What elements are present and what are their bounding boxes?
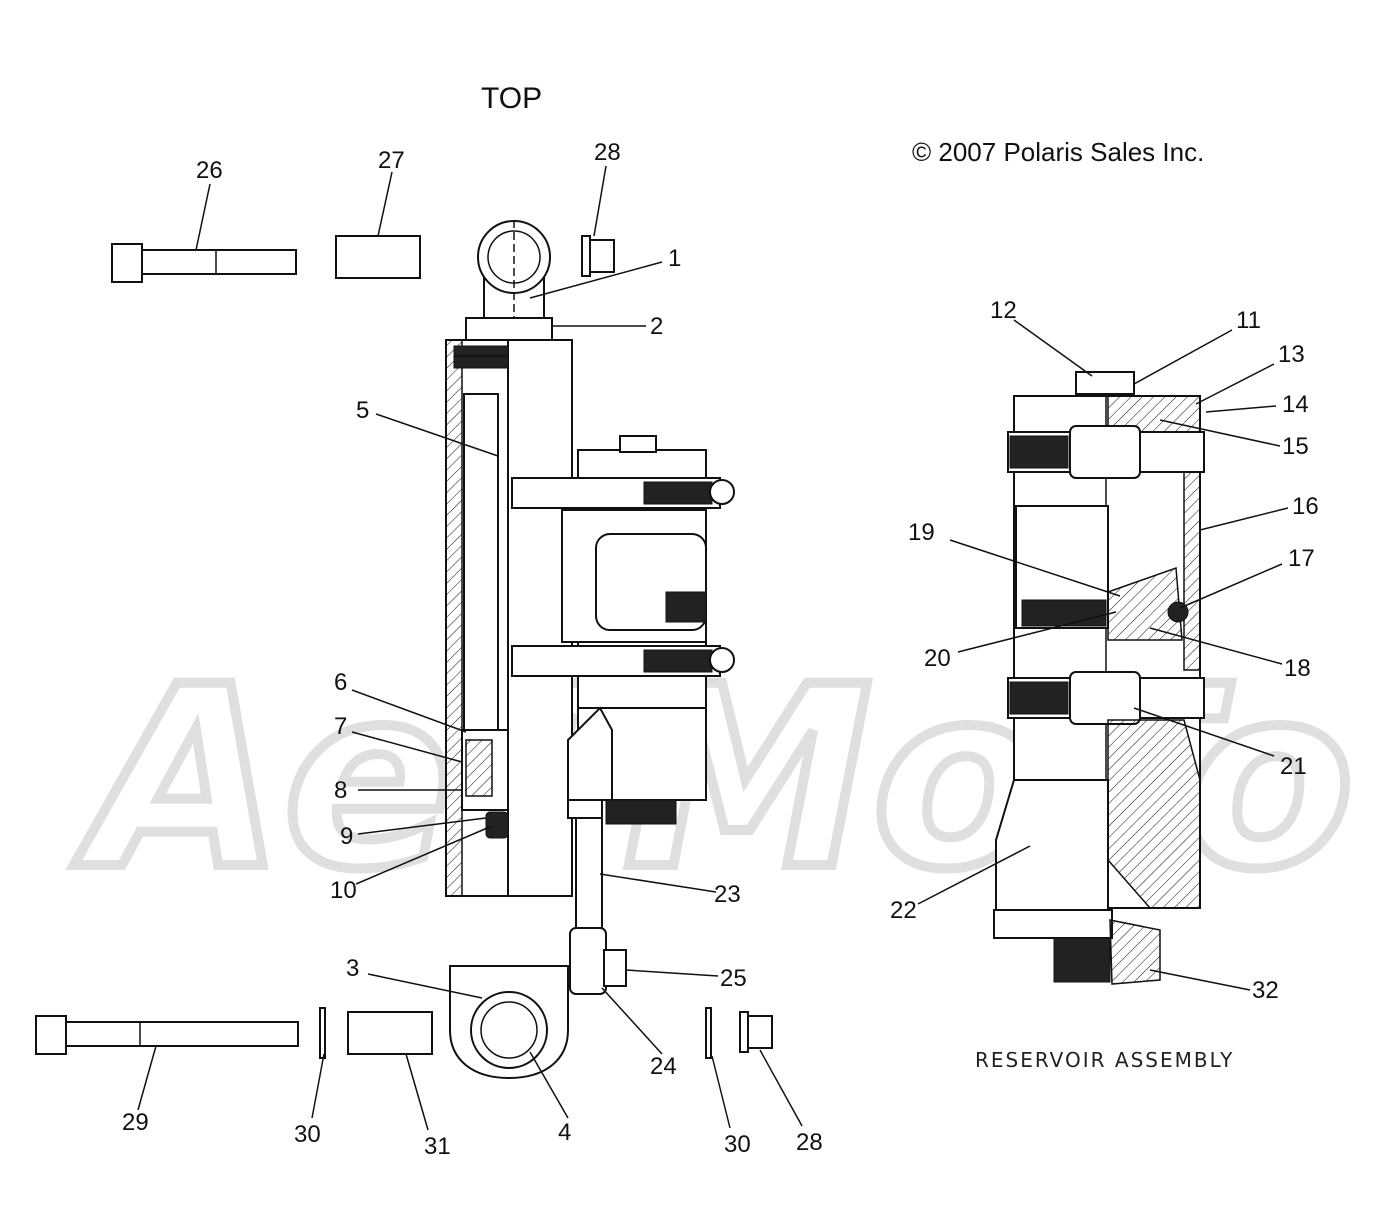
callout-18: 18 (1284, 655, 1311, 682)
callout-1: 1 (668, 245, 681, 272)
reservoir-top-nut (619, 435, 657, 453)
adjuster-fitting (567, 799, 603, 819)
adjuster-knob (605, 799, 677, 825)
callout-32: 32 (1252, 977, 1279, 1004)
page-title: TOP (481, 82, 542, 115)
callout-29: 29 (122, 1109, 149, 1136)
part-28-washer-bottom (739, 1011, 749, 1053)
callout-16: 16 (1292, 493, 1319, 520)
callout-10: 10 (330, 877, 357, 904)
callout-labels: 26 27 28 1 2 5 6 7 8 9 10 23 25 24 3 4 2… (122, 139, 1319, 1160)
part-32-adjuster-knob (1053, 937, 1111, 983)
lower-clamp-band (643, 649, 713, 673)
part-18-floating-piston (1107, 566, 1183, 641)
part-8-piston (465, 739, 493, 797)
part-22-lower-body (995, 779, 1109, 913)
callout-30-right: 30 (724, 1131, 751, 1158)
upper-clamp-band (643, 481, 713, 505)
part-28-nut-bottom (747, 1015, 773, 1049)
part-5-shaft (463, 393, 499, 731)
part-31-spacer (347, 1011, 433, 1055)
callout-14: 14 (1282, 391, 1309, 418)
shock-absorber-assembly (445, 220, 735, 1080)
reservoir-caption: RESERVOIR ASSEMBLY (975, 1048, 1234, 1072)
callout-5: 5 (356, 397, 369, 424)
callout-2: 2 (650, 313, 663, 340)
callout-9: 9 (340, 823, 353, 850)
callout-19: 19 (908, 519, 935, 546)
callout-23: 23 (714, 881, 741, 908)
callout-11: 11 (1236, 307, 1261, 334)
part-28-washer-top (581, 235, 591, 277)
part-23-hose (575, 817, 603, 929)
callout-12: 12 (990, 297, 1017, 324)
leader-lines (137, 165, 1289, 1131)
part-4-bushing (470, 991, 548, 1069)
part-26-bolt-shank (141, 249, 297, 275)
part-10-nut (485, 811, 509, 839)
part-25-bolt (603, 949, 627, 987)
part-30-washer-right (705, 1007, 712, 1059)
callout-25: 25 (720, 965, 747, 992)
part-2-cap (465, 317, 553, 343)
callout-28-top: 28 (594, 139, 621, 166)
part-26-bolt-head (111, 243, 143, 283)
callout-4: 4 (558, 1119, 571, 1146)
reservoir-logo-band (1021, 599, 1107, 627)
copyright-notice: © 2007 Polaris Sales Inc. (912, 137, 1204, 167)
callout-15: 15 (1282, 433, 1309, 460)
callout-24: 24 (650, 1053, 677, 1080)
callout-17: 17 (1288, 545, 1315, 572)
callout-3: 3 (346, 955, 359, 982)
part-17-oring (1167, 601, 1189, 623)
callout-20: 20 (924, 645, 951, 672)
part-28-nut-top (589, 239, 615, 273)
reservoir-assembly (993, 371, 1205, 985)
part-29-bolt-shank (65, 1021, 299, 1047)
loose-hardware (35, 235, 773, 1059)
part-27-spacer (335, 235, 421, 279)
callout-22: 22 (890, 897, 917, 924)
callout-7: 7 (334, 713, 347, 740)
part-24-fitting (569, 927, 607, 995)
part-29-bolt-head (35, 1015, 67, 1055)
callout-27: 27 (378, 147, 405, 174)
callout-8: 8 (334, 777, 347, 804)
reservoir-lower-section (1107, 719, 1201, 909)
callout-30-left: 30 (294, 1121, 321, 1148)
part-11-top-nut (1075, 371, 1135, 395)
callout-26: 26 (196, 157, 223, 184)
callout-21: 21 (1280, 753, 1307, 780)
part-30-washer-left (319, 1007, 326, 1059)
callout-28-bottom: 28 (796, 1129, 823, 1156)
callout-13: 13 (1278, 341, 1305, 368)
body-wall-section (445, 339, 463, 897)
top-threads (453, 345, 509, 369)
reservoir-base-nut (993, 909, 1113, 939)
callout-6: 6 (334, 669, 347, 696)
callout-31: 31 (424, 1133, 451, 1160)
